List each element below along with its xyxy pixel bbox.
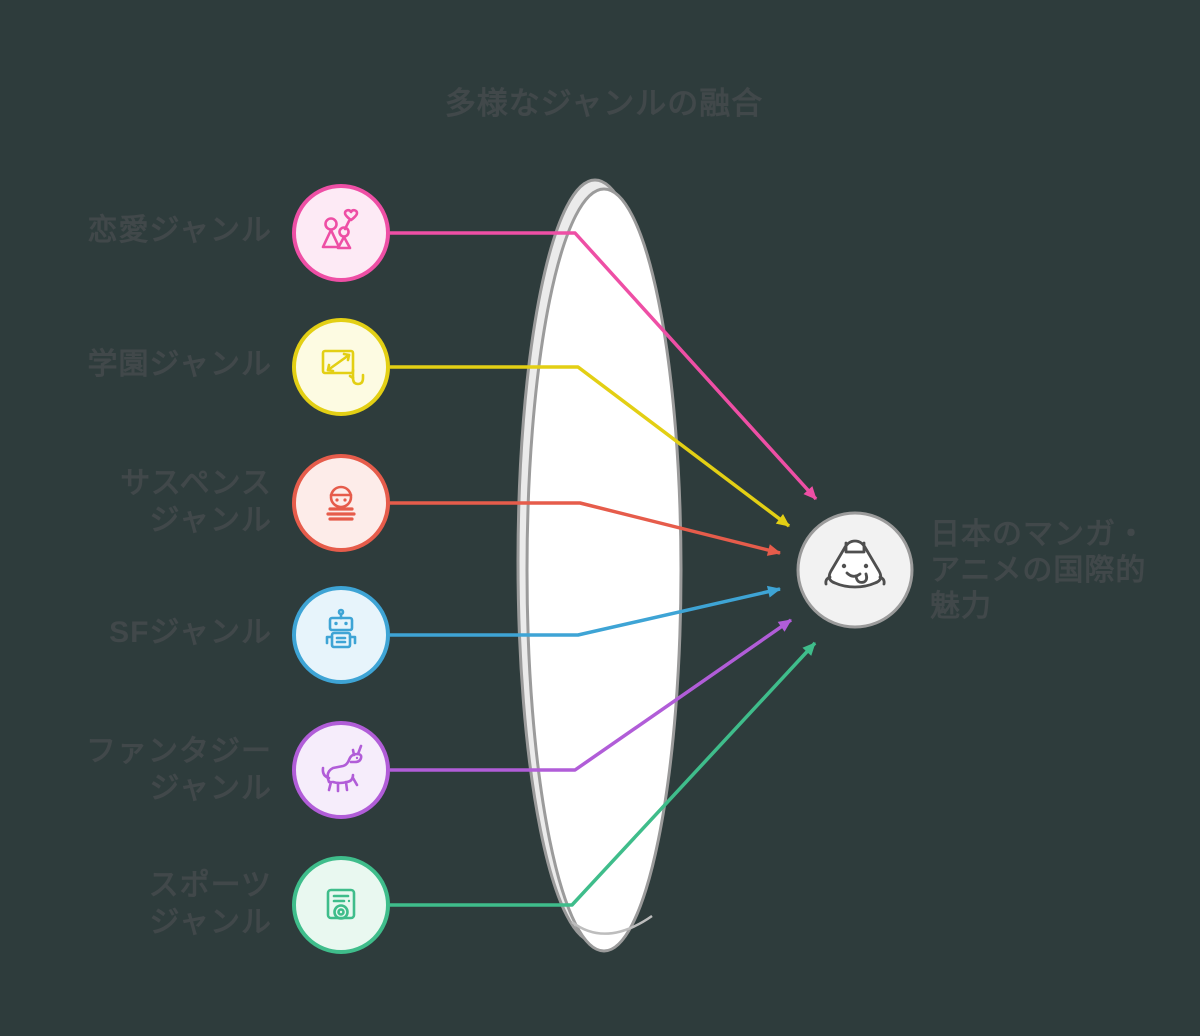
genre-circle-school (292, 318, 390, 416)
genre-circle-suspense (292, 454, 390, 552)
genre-label-sports: スポーツ ジャンル (148, 869, 272, 939)
onigiri-mascot-icon (824, 539, 886, 589)
genre-node-suspense (292, 454, 390, 552)
genre-node-sports (292, 856, 390, 954)
lens (516, 178, 683, 953)
arrows (390, 231, 818, 907)
genre-label-romance: 恋愛ジャンル (87, 214, 272, 247)
genre-label-school: 学園ジャンル (87, 348, 272, 381)
diagram-title: 多様なジャンルの融合 (444, 86, 764, 121)
robot-icon (325, 608, 357, 649)
arrow-school (390, 365, 791, 528)
result-label: 日本のマンガ・ アニメの国際的 魅力 (930, 518, 1147, 623)
arrow-suspense (390, 501, 781, 556)
arrow-sf (390, 585, 781, 637)
arrow-sports (390, 641, 817, 907)
genre-circle-romance (292, 184, 390, 282)
genre-circle-fantasy (292, 721, 390, 819)
arrow-fantasy (390, 618, 792, 772)
couple-heart-icon (321, 208, 359, 250)
result-node (796, 511, 914, 629)
genre-label-sf: SFジャンル (109, 616, 272, 649)
genre-node-sf (292, 586, 390, 684)
genre-label-fantasy: ファンタジー ジャンル (86, 735, 272, 805)
genre-node-school (292, 318, 390, 416)
pitching-machine-icon (326, 888, 356, 920)
touch-board-icon (321, 349, 365, 386)
lens-bottom-crease (571, 914, 653, 935)
genre-label-suspense: サスペンス ジャンル (120, 467, 272, 537)
burglar-icon (326, 485, 356, 521)
genre-node-fantasy (292, 721, 390, 819)
arrow-romance (390, 231, 818, 501)
genre-circle-sf (292, 586, 390, 684)
genre-node-romance (292, 184, 390, 282)
unicorn-icon (321, 744, 363, 793)
lens-front-face (525, 187, 683, 953)
